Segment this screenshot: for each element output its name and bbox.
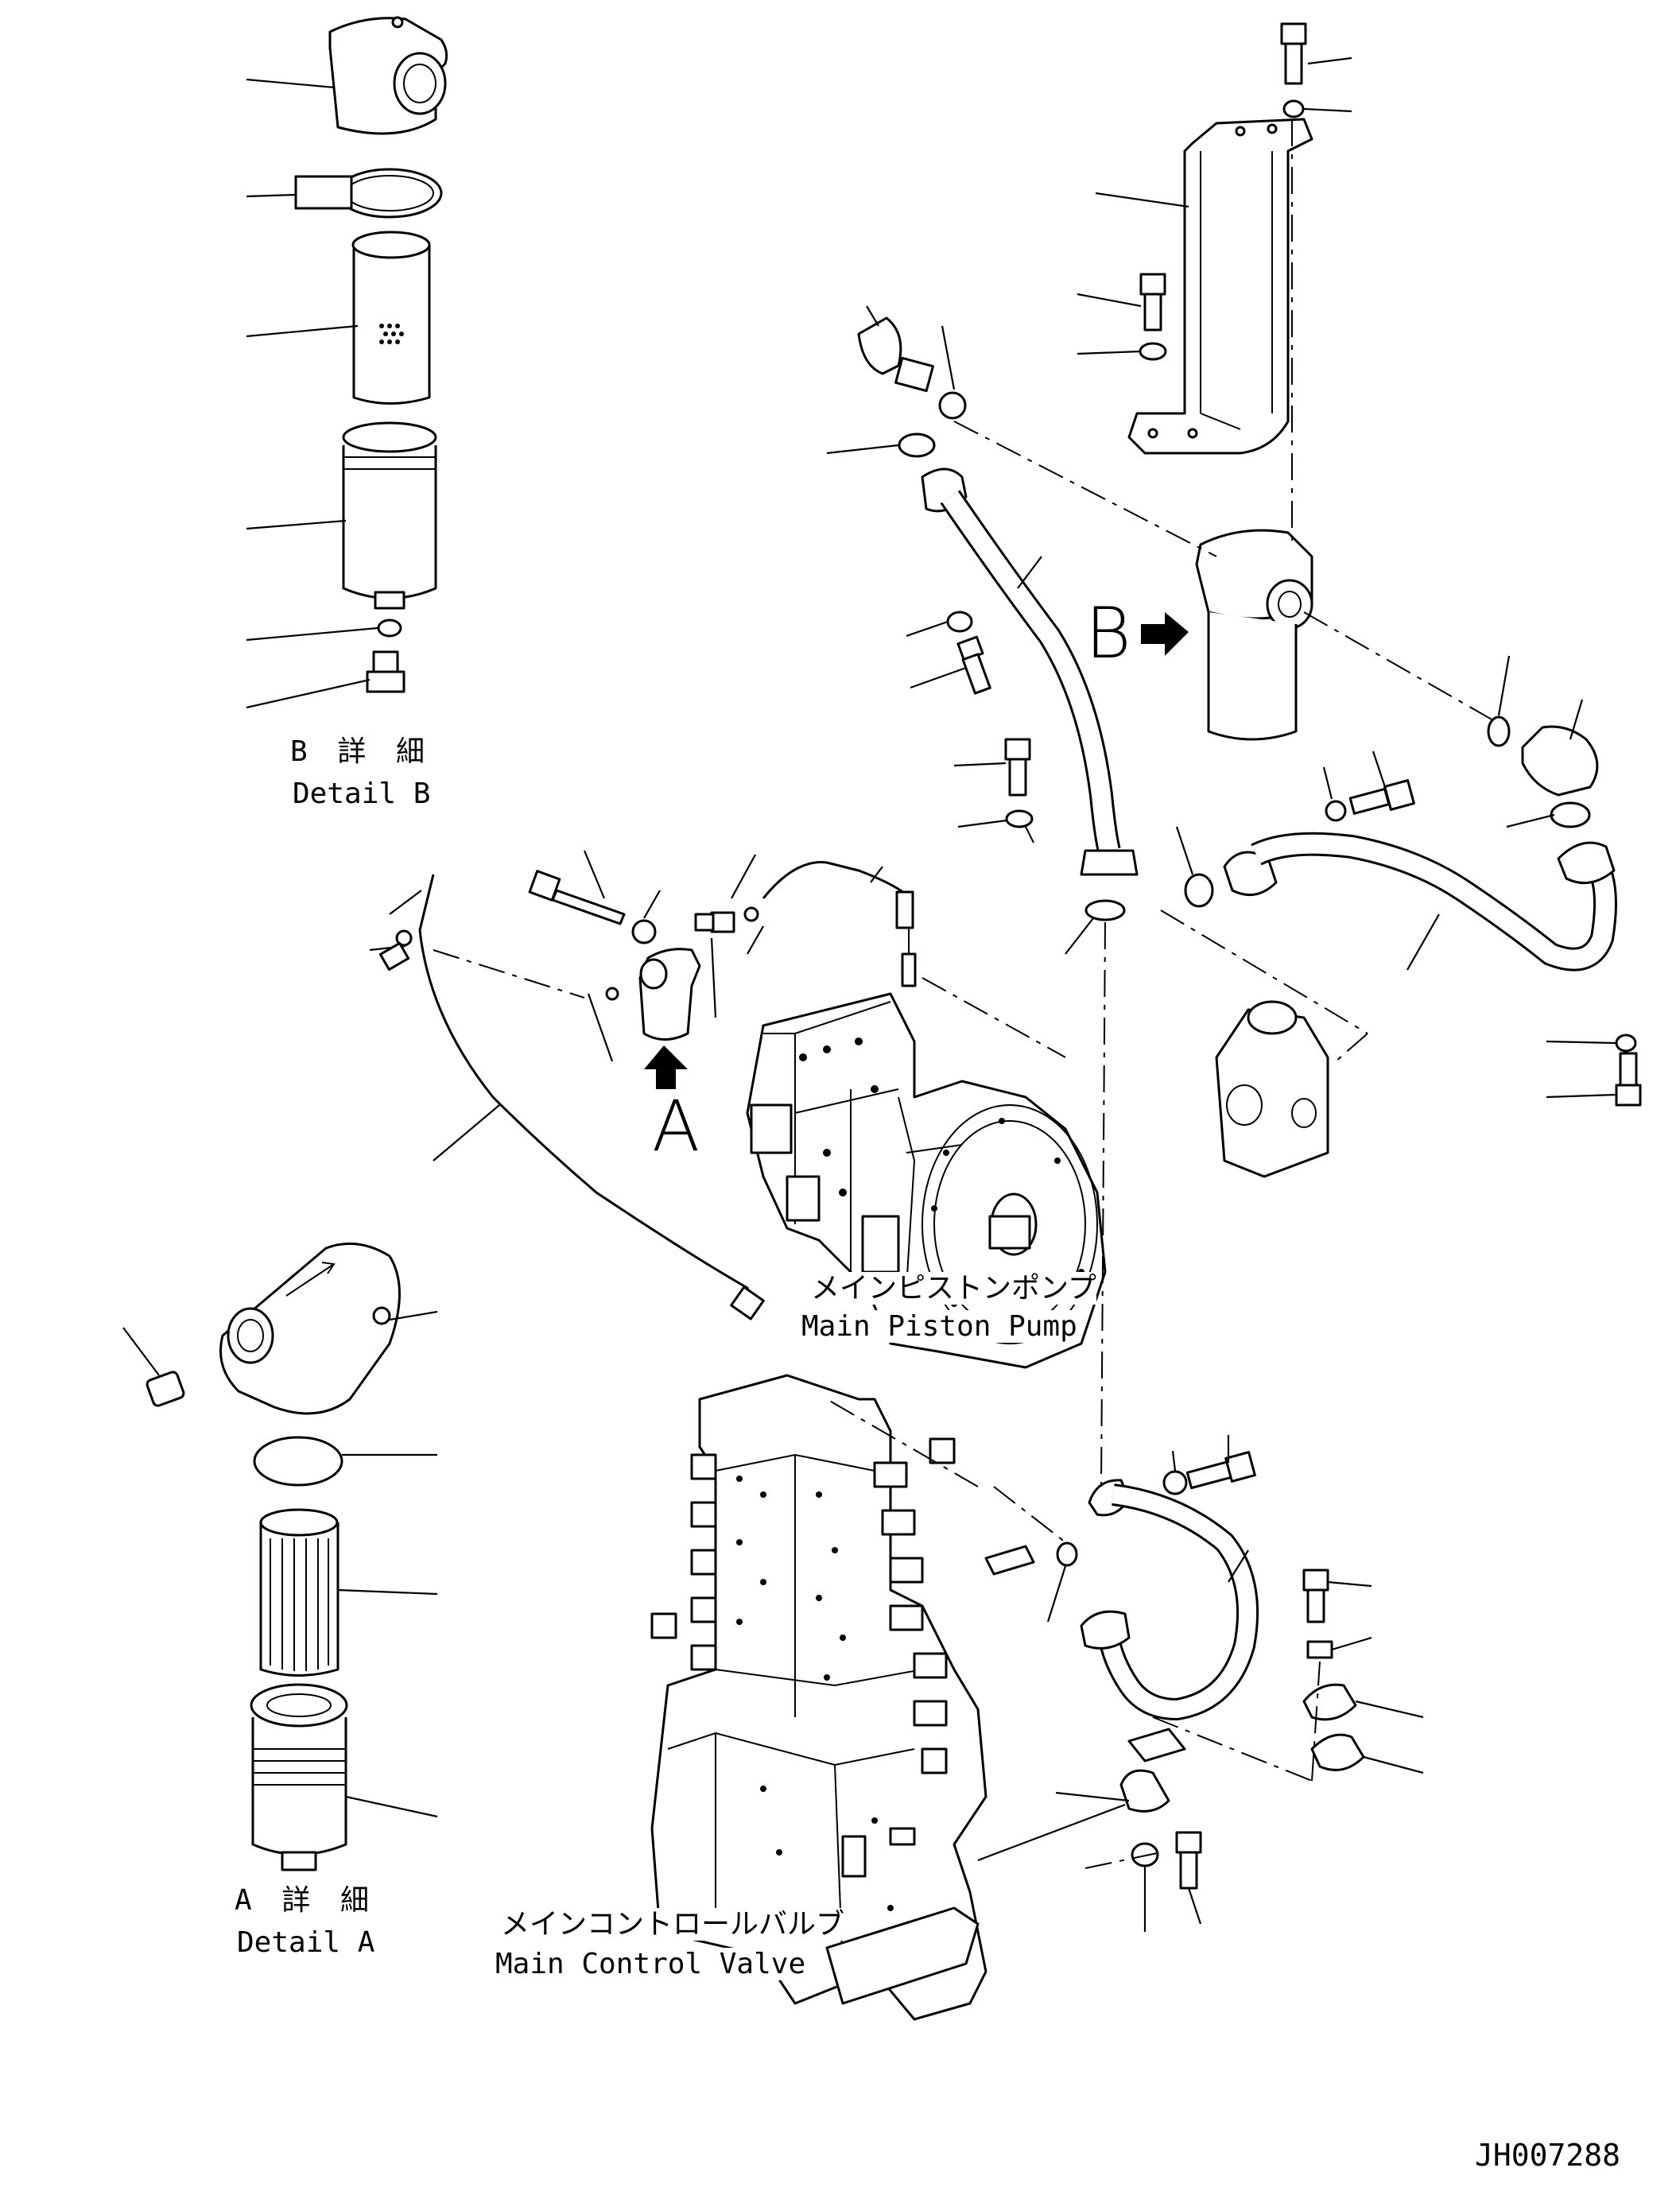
drawing-code: JH007288 xyxy=(1475,2138,1621,2173)
detail-b-small-o-ring xyxy=(377,619,402,638)
bolt-right-lower xyxy=(1615,1052,1642,1107)
bracket-washer-mid xyxy=(1139,342,1167,361)
bolt-pipe-flange xyxy=(1004,738,1031,797)
main-control-valve xyxy=(650,1374,987,2021)
detail-b-label-en: Detail B xyxy=(293,778,431,810)
upper-pipe xyxy=(921,467,1139,876)
washer-right-pipe xyxy=(1325,800,1347,822)
view-marker-b-label: B xyxy=(1085,592,1131,674)
detail-a-label-en: Detail A xyxy=(237,1926,375,1959)
detail-a-filter-head xyxy=(219,1242,401,1415)
detail-a-filter-case xyxy=(250,1683,348,1871)
washer-pipe-flange xyxy=(1005,809,1034,828)
o-ring-hose xyxy=(395,929,413,947)
detail-a-o-ring xyxy=(253,1436,343,1487)
o-ring-pipe-flange xyxy=(1084,899,1126,921)
detail-b-leaders xyxy=(246,78,378,709)
clamp-half-upper xyxy=(1302,1683,1357,1721)
right-pipe xyxy=(1223,832,1617,971)
view-marker-a-label: A xyxy=(652,1085,700,1167)
clip-plate xyxy=(1306,1640,1333,1659)
o-ring-upper-2 xyxy=(898,432,936,458)
pressure-hose xyxy=(762,861,917,987)
main-piston-pump-label-en: Main Piston Pump xyxy=(801,1310,1077,1344)
detail-b-drain-plug xyxy=(366,650,405,693)
washer-right-lower xyxy=(1615,1034,1637,1053)
detail-a-label-jp: A 詳 細 xyxy=(235,1884,376,1917)
washer-clamp xyxy=(1131,1842,1159,1867)
bolt-clamp-right xyxy=(1302,1569,1329,1623)
bolt-lower-pipe xyxy=(1185,1451,1256,1490)
detail-b-label-jp: B 詳 細 xyxy=(290,735,432,768)
main-control-valve-label-jp: メインコントロールバルブ xyxy=(501,1908,845,1941)
washer-1 xyxy=(631,919,657,944)
bolt-right-pipe xyxy=(1348,779,1415,815)
filter-head-b xyxy=(1195,529,1313,741)
detail-b-filter-head xyxy=(328,16,448,135)
pilot-hose xyxy=(418,874,753,1305)
o-ring-upper-1 xyxy=(938,391,967,420)
view-arrow-b xyxy=(1141,612,1189,656)
bolt-clamp xyxy=(1175,1831,1202,1890)
right-leaders xyxy=(826,56,1616,1932)
long-bolt xyxy=(528,870,626,925)
detail-b-filter-case xyxy=(342,421,437,610)
washer-lower-pipe xyxy=(1162,1470,1188,1495)
bracket xyxy=(1127,118,1313,455)
valve-fitting xyxy=(984,1545,1035,1576)
detail-a-leaders xyxy=(122,1310,438,1818)
elbow-plug-right xyxy=(1521,725,1599,797)
detail-b-filter-element xyxy=(351,231,431,405)
clamp-assembly xyxy=(1119,1728,1186,1813)
bracket-bolt-top xyxy=(1280,22,1307,85)
hose-end-fitting xyxy=(730,1286,765,1320)
line-filter-assembly xyxy=(638,948,701,1041)
bracket-bolt-mid xyxy=(1139,273,1166,332)
assembly-centerlines xyxy=(826,119,1500,1869)
o-ring-right-1 xyxy=(1487,716,1511,747)
bracket-washer-top xyxy=(1282,99,1305,118)
bolt-upper-pipe xyxy=(956,635,991,695)
main-control-valve-label-en: Main Control Valve xyxy=(495,1948,806,1981)
o-ring-small-1 xyxy=(605,987,619,1001)
o-ring-lower-pipe xyxy=(1056,1542,1078,1567)
valve-block-right xyxy=(1215,1000,1329,1178)
elbow-fitting xyxy=(694,911,735,933)
hose-fitting-left xyxy=(378,941,410,971)
filter-assembly-leaders xyxy=(369,850,883,1161)
o-ring-small-2 xyxy=(743,906,759,922)
o-ring-right-3 xyxy=(1184,873,1214,908)
o-ring-right-2 xyxy=(1550,801,1591,828)
view-arrow-a xyxy=(644,1045,688,1089)
detail-a-filter-element xyxy=(259,1508,339,1677)
elbow-plug-upper xyxy=(857,316,934,393)
lower-pipe xyxy=(1080,1479,1259,1721)
detail-b-o-ring xyxy=(294,168,443,219)
clamp-half-lower xyxy=(1310,1733,1365,1771)
detail-a-plug xyxy=(145,1371,185,1407)
main-piston-pump-label-jp: メインピストンポンプ xyxy=(811,1272,1096,1305)
washer-upper-pipe xyxy=(946,611,973,633)
hose-centerline xyxy=(433,949,585,999)
